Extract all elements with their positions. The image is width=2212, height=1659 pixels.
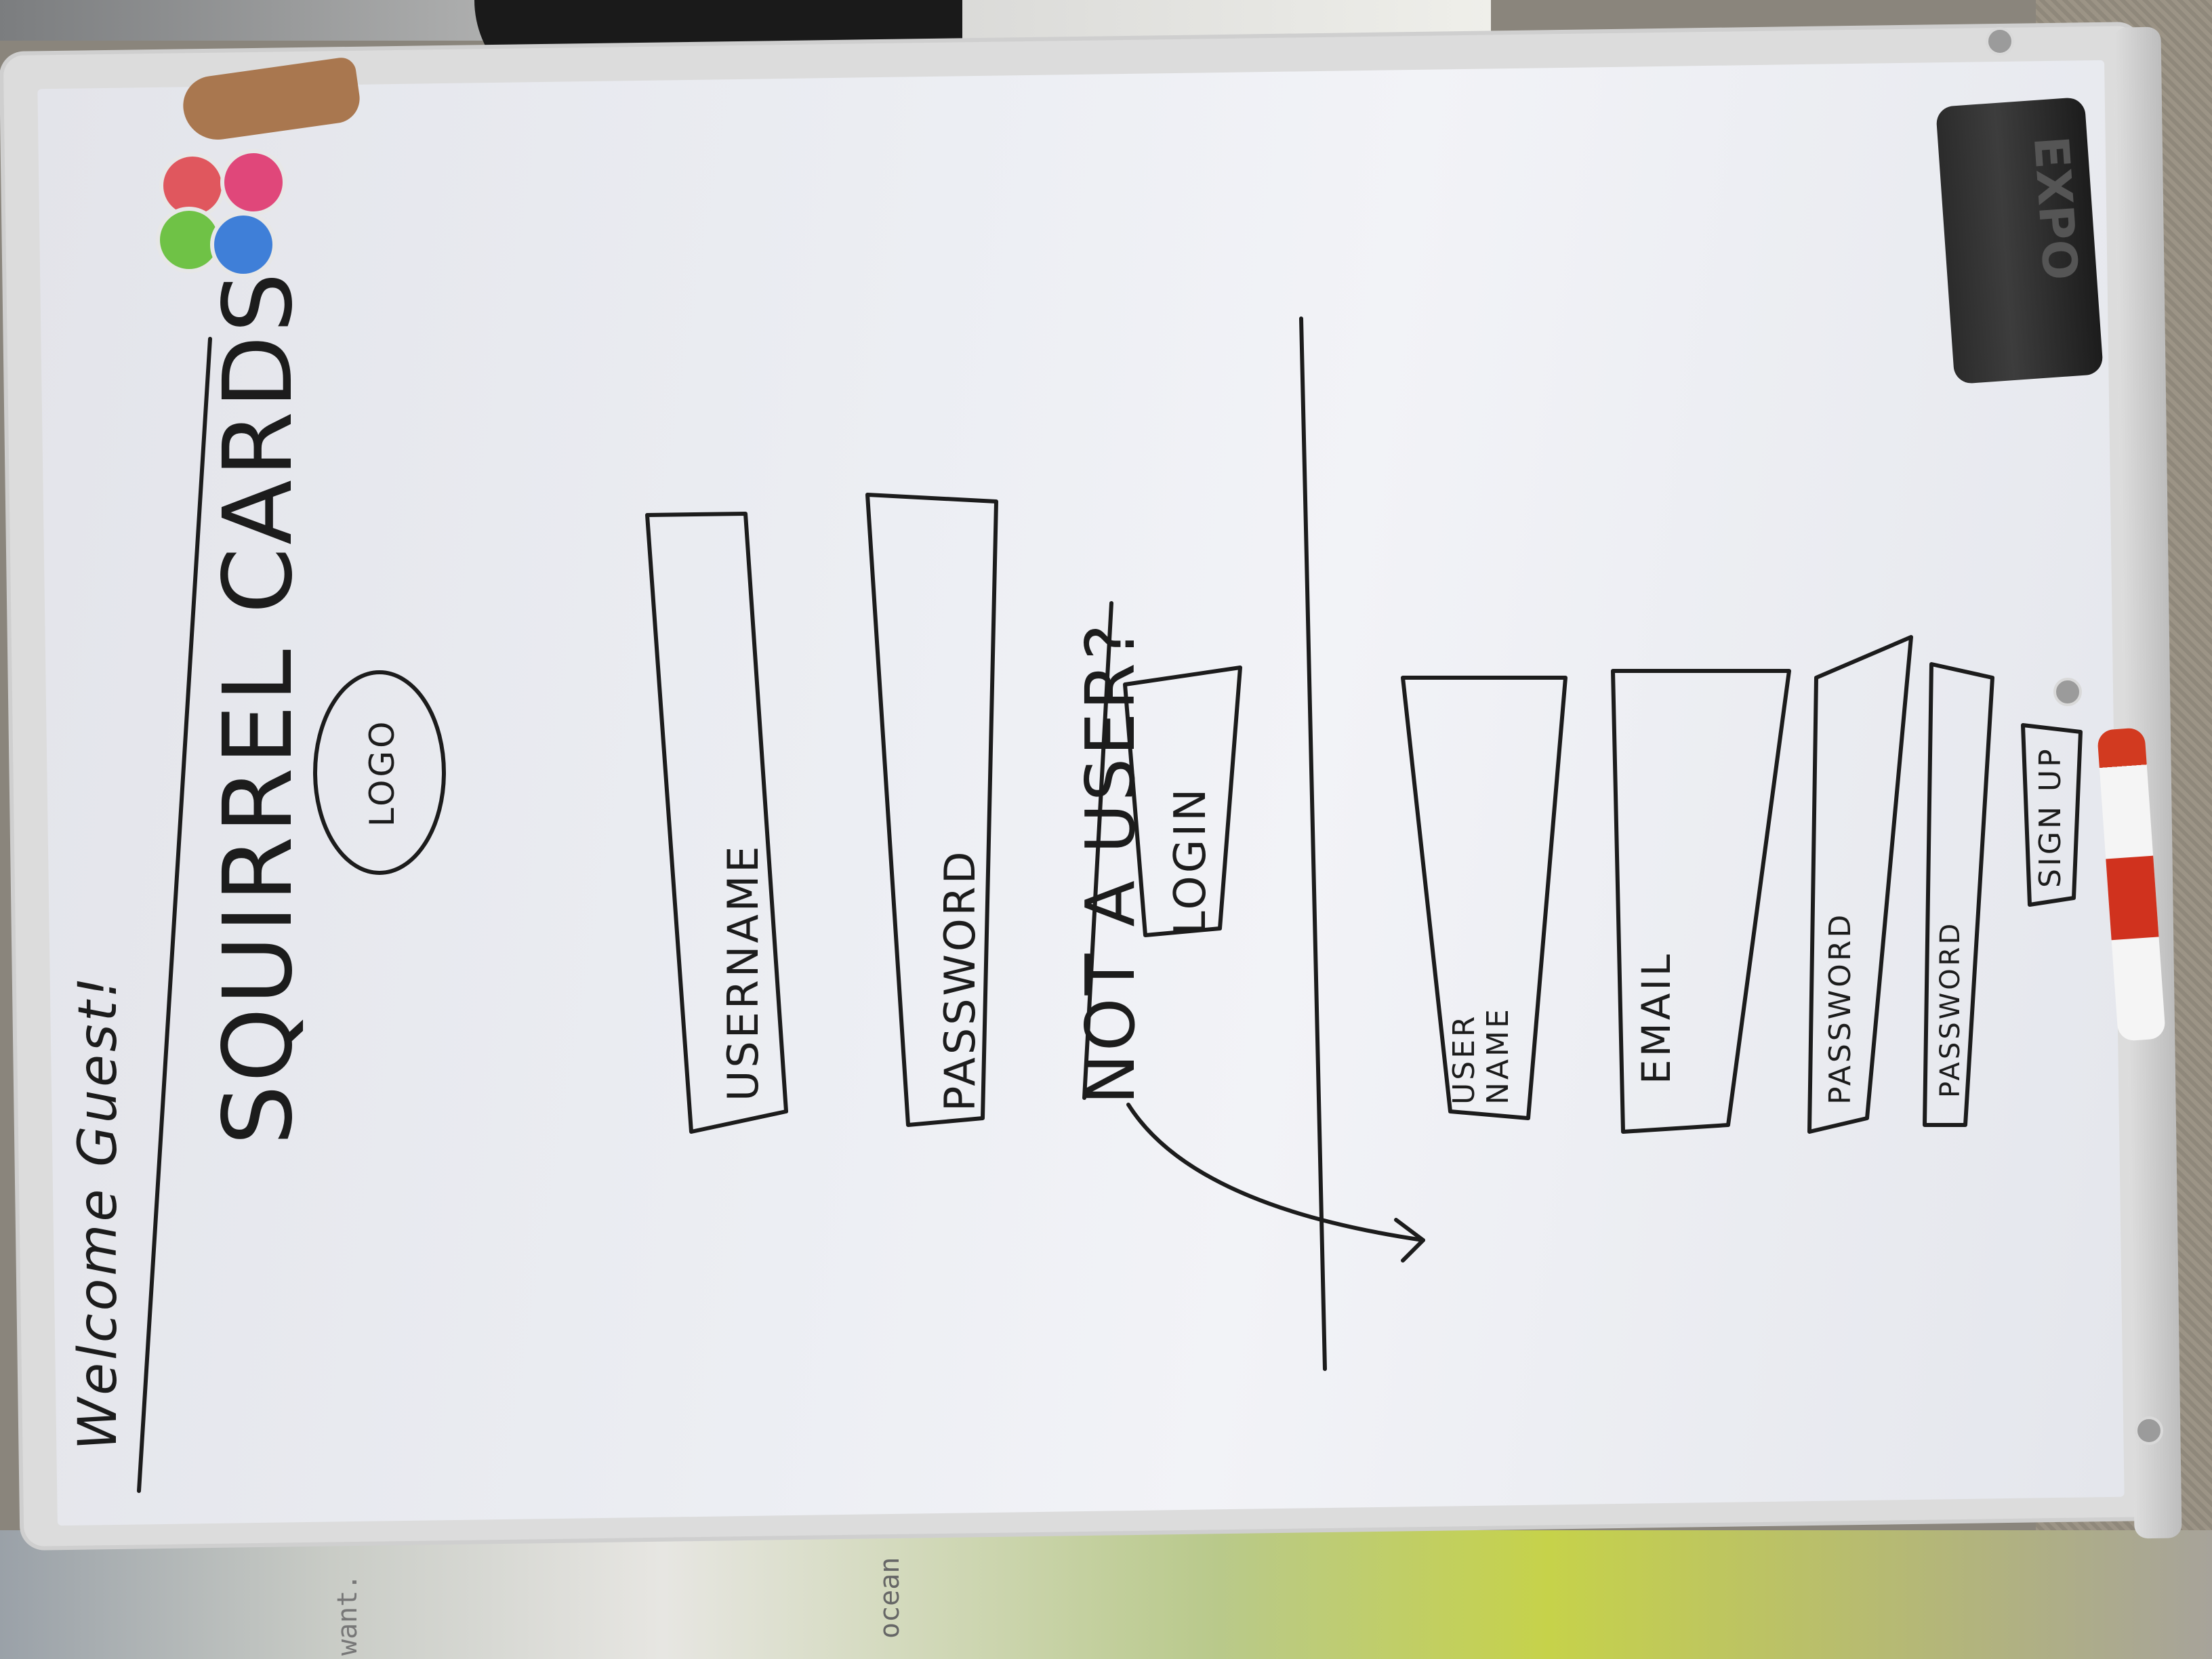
signup-username-label-line1: USER xyxy=(1447,1013,1481,1105)
signup-username-label-line2: NAME xyxy=(1481,1006,1515,1105)
login-password-label: PASSWORD xyxy=(935,848,985,1111)
screw xyxy=(1986,27,2014,56)
signup-button-label: SIGN UP xyxy=(2033,746,2068,888)
blue-magnet xyxy=(210,211,276,278)
office-background-bottom: want. ocean xyxy=(0,1530,2212,1659)
app-title: SQUIRREL CARDS xyxy=(203,270,314,1145)
logo-label: LOGO xyxy=(363,718,402,827)
screw xyxy=(2053,678,2082,706)
login-button-outline xyxy=(1123,665,1242,937)
signup-password-label: PASSWORD xyxy=(1823,912,1858,1105)
screw xyxy=(2135,1416,2163,1445)
section-divider-line xyxy=(1299,316,1327,1371)
login-username-label: USERNAME xyxy=(718,843,768,1101)
prompt-underline xyxy=(1082,601,1113,1100)
signup-password-field xyxy=(1807,635,1913,1134)
arrow-head xyxy=(1394,1218,1425,1263)
signup-button-outline xyxy=(2021,723,2083,907)
header-divider-line xyxy=(137,337,212,1493)
signup-confirm-password-field xyxy=(1923,662,1994,1127)
signup-email-label: EMAIL xyxy=(1633,951,1679,1084)
login-password-field xyxy=(865,493,998,1127)
login-button-label: LOGIN xyxy=(1166,785,1216,935)
arrow-line xyxy=(1126,1103,1425,1242)
signup-email-field xyxy=(1611,669,1791,1134)
signup-confirm-password-label: PASSWORD xyxy=(1935,920,1966,1098)
login-username-field xyxy=(645,512,788,1134)
signup-username-field xyxy=(1401,676,1568,1120)
logo-circle xyxy=(313,670,446,875)
greeting-text: Welcome Guest! xyxy=(68,974,129,1450)
signup-prompt: NOT A USER? xyxy=(1071,621,1150,1105)
